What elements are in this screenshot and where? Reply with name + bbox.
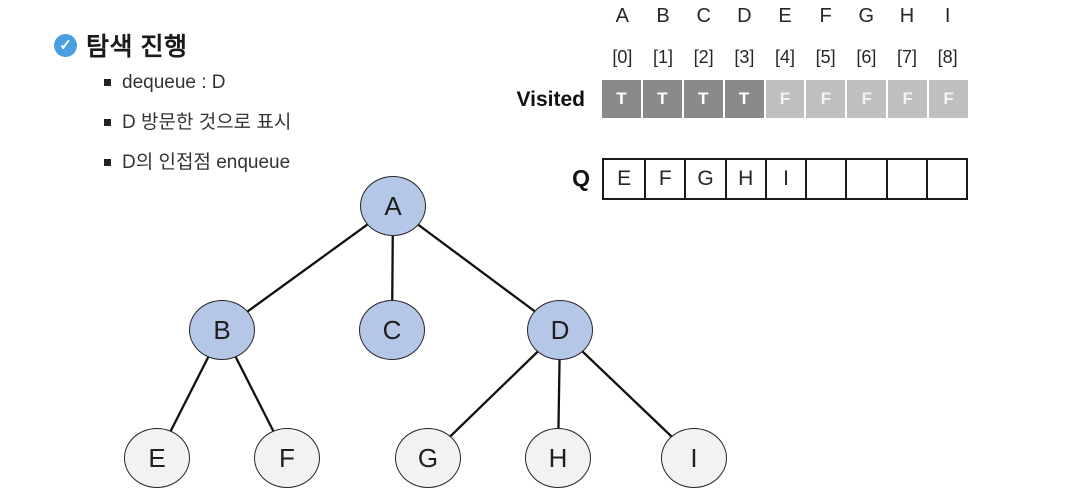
visited-col-letter: B	[656, 5, 670, 27]
visited-col-letter: D	[737, 5, 752, 27]
queue-array: E F G H I	[602, 158, 968, 200]
list-item: dequeue : D	[104, 70, 291, 110]
bullet-text: D 방문한 것으로 표시	[122, 112, 292, 133]
visited-col-letter: F	[819, 5, 832, 27]
queue-cell	[885, 160, 926, 198]
page-title-row: ✓ 탐색 진행	[54, 27, 187, 63]
queue-cell	[925, 160, 966, 198]
queue-cell	[805, 160, 845, 198]
check-circle-icon: ✓	[54, 33, 77, 57]
tree-node-i: I	[661, 428, 727, 488]
bullet-list: dequeue : D D 방문한 것으로 표시 D의 인접점 enqueue	[104, 70, 291, 190]
visited-array: T T T T F F F F F	[602, 80, 968, 118]
tree-node-c: C	[359, 300, 425, 360]
visited-index: [6]	[856, 47, 877, 67]
list-item: D 방문한 것으로 표시	[104, 110, 291, 150]
tree-node-label: A	[384, 190, 402, 221]
visited-index: [0]	[612, 47, 633, 67]
tree-node-label: H	[548, 442, 568, 473]
visited-cell: F	[929, 80, 968, 118]
visited-col-letter: H	[899, 5, 915, 27]
visited-col-letter: I	[944, 5, 951, 27]
visited-index: [2]	[693, 47, 714, 67]
bullet-square-icon	[104, 79, 111, 86]
tree-node-h: H	[525, 428, 591, 488]
tree-node-label: C	[382, 314, 402, 345]
visited-column-letters: A B C D E F G H I	[602, 5, 968, 28]
visited-col-letter: C	[696, 5, 711, 27]
visited-label: Visited	[516, 88, 585, 111]
queue-cell: I	[764, 160, 805, 198]
visited-index: [1]	[652, 47, 673, 67]
page-title: 탐색 진행	[86, 33, 188, 61]
tree-node-label: D	[550, 314, 570, 345]
visited-index: [5]	[815, 47, 836, 67]
visited-col-letter: A	[615, 5, 629, 27]
visited-cell: T	[642, 80, 682, 118]
tree-node-b: B	[189, 300, 255, 360]
visited-index: [4]	[774, 47, 795, 67]
visited-index-row: [0] [1] [2] [3] [4] [5] [6] [7] [8]	[602, 47, 968, 68]
visited-cell: F	[765, 80, 805, 118]
tree-node-label: G	[417, 442, 439, 473]
visited-cell: F	[847, 80, 887, 118]
bullet-square-icon	[104, 159, 111, 166]
tree-node-d: D	[527, 300, 593, 360]
visited-cell: F	[806, 80, 846, 118]
visited-index: [3]	[734, 47, 755, 67]
tree-node-label: E	[148, 442, 166, 473]
tree-node-label: F	[279, 442, 295, 473]
tree-node-g: G	[395, 428, 461, 488]
tree-node-label: B	[213, 314, 231, 345]
visited-cell: T	[724, 80, 764, 118]
visited-col-letter: E	[778, 5, 792, 27]
visited-cell: T	[602, 80, 641, 118]
queue-label: Q	[572, 165, 590, 191]
queue-cell: F	[644, 160, 684, 198]
tree-node-f: F	[254, 428, 320, 488]
list-item: D의 인접점 enqueue	[104, 150, 291, 190]
tree-node-label: I	[690, 442, 698, 473]
tree-node-a: A	[360, 176, 426, 236]
bullet-text: dequeue : D	[122, 72, 226, 93]
visited-cell: F	[888, 80, 928, 118]
queue-cell: H	[724, 160, 765, 198]
visited-cell: T	[683, 80, 723, 118]
queue-cell	[845, 160, 885, 198]
visited-index: [7]	[896, 47, 917, 67]
queue-cell: G	[684, 160, 724, 198]
visited-col-letter: G	[858, 5, 875, 27]
queue-cell: E	[617, 167, 632, 190]
bullet-square-icon	[104, 119, 111, 126]
tree-node-e: E	[124, 428, 190, 488]
bullet-text: D의 인접점 enqueue	[122, 152, 291, 173]
visited-index: [8]	[937, 47, 958, 67]
